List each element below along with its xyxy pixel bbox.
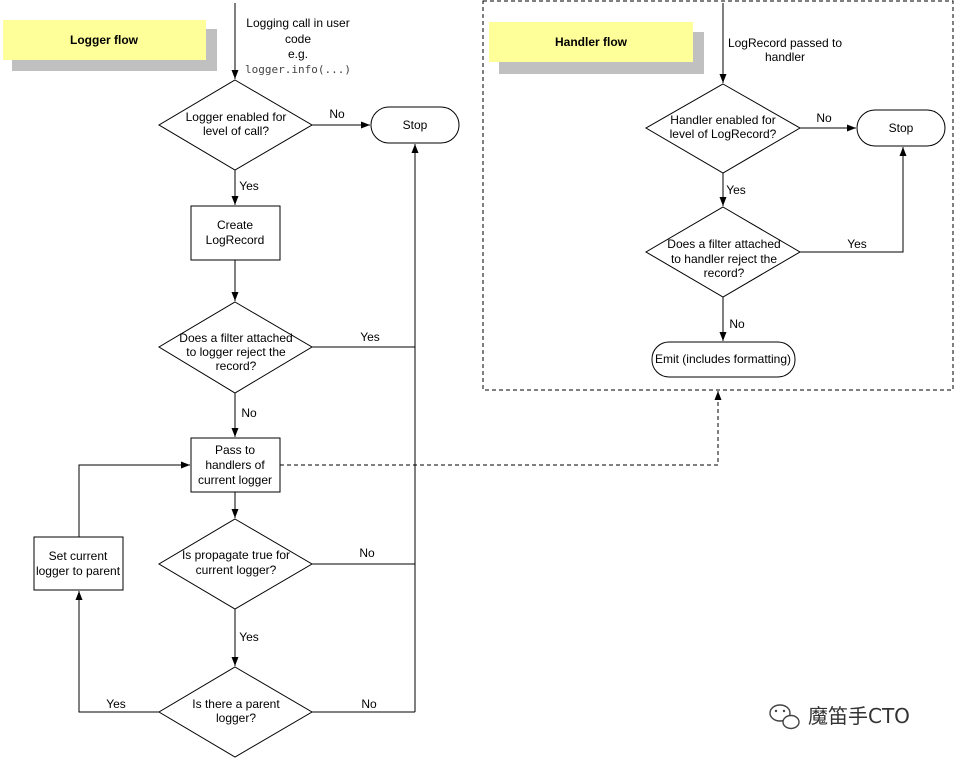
- create-logrecord-text-1: Create: [217, 218, 253, 232]
- logger-stop-label: Stop: [403, 118, 428, 132]
- create-logrecord-box: [190, 205, 281, 261]
- logger-enabled-no-label: No: [329, 107, 345, 121]
- wechat-icon: [769, 704, 800, 730]
- handler-flow-title-box: [489, 22, 693, 62]
- logger-entry-text-2: code: [285, 32, 311, 46]
- handler-enabled-text-1: Handler enabled for: [670, 113, 775, 127]
- set-parent-box: [33, 536, 124, 591]
- parent-yes-arrow: [75, 591, 159, 713]
- create-logrecord-text-2: LogRecord: [206, 233, 265, 247]
- logger-filter-yes-label: Yes: [360, 330, 380, 344]
- handler-filter-text-3: record?: [704, 266, 745, 280]
- watermark-text: 魔笛手CTO: [808, 704, 910, 728]
- handler-flow-title: Handler flow: [555, 35, 628, 49]
- pass-to-handlers-box: [190, 437, 281, 493]
- logger-enabled-text-2: level of call?: [203, 124, 269, 138]
- logger-filter-text-3: record?: [216, 359, 257, 373]
- logger-flow-title: Logger flow: [70, 33, 139, 47]
- logger-enabled-yes-label: Yes: [239, 179, 259, 193]
- propagate-no-label: No: [359, 546, 375, 560]
- emit-terminal: [651, 341, 796, 378]
- handler-filter-no-label: No: [729, 317, 745, 331]
- logger-entry-code: logger.info(...): [245, 63, 351, 76]
- logger-filter-text-1: Does a filter attached: [179, 331, 292, 345]
- handler-entry-text-2: handler: [765, 50, 805, 64]
- emit-label: Emit (includes formatting): [655, 352, 791, 366]
- parent-text-1: Is there a parent: [192, 697, 280, 711]
- set-parent-text-2: logger to parent: [36, 564, 121, 578]
- logger-entry-text-3: e.g.: [288, 47, 308, 61]
- handler-filter-yes-arrow: [800, 147, 907, 253]
- pass-to-handler-flow-dashed-arrow: [280, 391, 722, 466]
- handler-entry-text-1: LogRecord passed to: [728, 36, 842, 50]
- set-parent-loop-arrow: [78, 461, 190, 537]
- logger-enabled-text-1: Logger enabled for: [186, 110, 287, 124]
- pass-to-handlers-text-1: Pass to: [215, 443, 255, 457]
- parent-yes-label: Yes: [106, 697, 126, 711]
- handler-stop-label: Stop: [889, 121, 914, 135]
- logger-filter-text-2: to logger reject the: [186, 345, 286, 359]
- propagate-text-1: Is propagate true for: [182, 548, 290, 562]
- handler-filter-text-2: to handler reject the: [671, 252, 777, 266]
- handler-enabled-text-2: level of LogRecord?: [670, 127, 777, 141]
- handler-stop-terminal: [856, 109, 946, 147]
- propagate-text-2: current logger?: [196, 563, 277, 577]
- propagate-yes-label: Yes: [239, 630, 259, 644]
- handler-flow-container: [482, 0, 954, 391]
- set-parent-text-1: Set current: [49, 549, 108, 563]
- logger-flow-title-box: [3, 20, 206, 60]
- handler-filter-text-1: Does a filter attached: [667, 237, 780, 251]
- parent-text-2: logger?: [216, 711, 256, 725]
- logger-filter-no-label: No: [241, 406, 257, 420]
- parent-decision: [158, 666, 313, 758]
- handler-filter-yes-label: Yes: [847, 237, 867, 251]
- logger-stop-terminal: [370, 106, 460, 144]
- pass-to-handlers-text-3: current logger: [198, 473, 272, 487]
- handler-enabled-yes-label: Yes: [726, 183, 746, 197]
- pass-to-handlers-text-2: handlers of: [205, 458, 265, 472]
- parent-no-label: No: [361, 697, 377, 711]
- handler-enabled-no-label: No: [816, 111, 832, 125]
- logger-entry-text-1: Logging call in user: [246, 16, 349, 30]
